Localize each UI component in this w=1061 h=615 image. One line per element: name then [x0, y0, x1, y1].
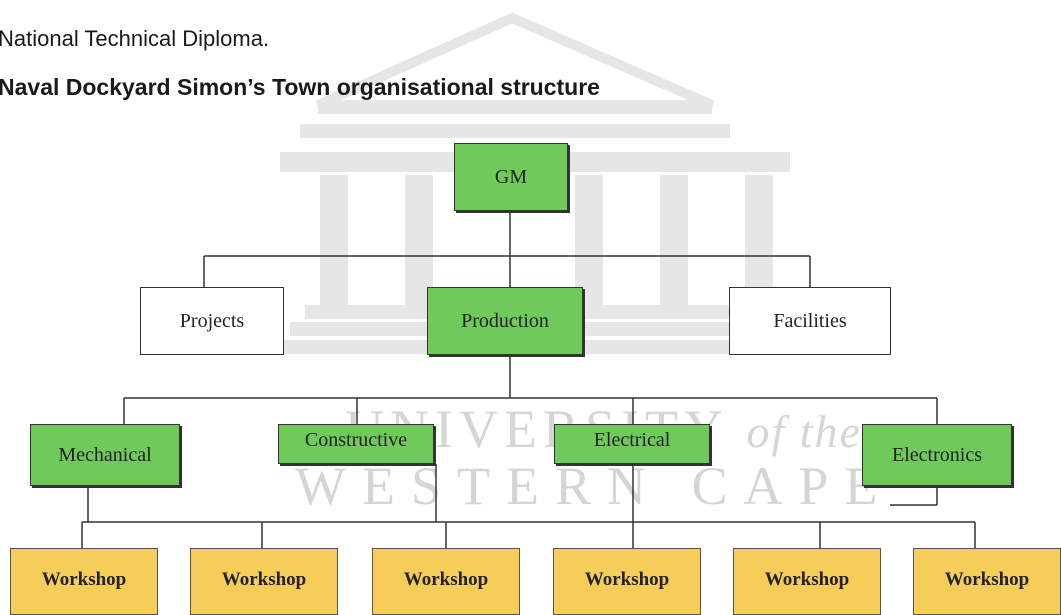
org-box-gm: GM	[454, 143, 568, 211]
org-box-workshop: Workshop	[10, 548, 158, 615]
section-heading: Naval Dockyard Simon’s Town organisation…	[0, 74, 600, 100]
org-box-workshop: Workshop	[190, 548, 338, 615]
org-box-mechanical: Mechanical	[30, 424, 180, 486]
org-box-workshop: Workshop	[733, 548, 881, 615]
org-box-production: Production	[427, 287, 583, 355]
org-box-facilities: Facilities	[729, 287, 891, 355]
diploma-text: National Technical Diploma.	[0, 26, 270, 51]
org-box-workshop: Workshop	[372, 548, 520, 615]
org-box-workshop: Workshop	[913, 548, 1061, 615]
org-box-projects: Projects	[140, 287, 284, 355]
org-box-workshop: Workshop	[553, 548, 701, 615]
org-box-electronics: Electronics	[862, 424, 1012, 486]
org-box-electrical: Electrical	[554, 424, 710, 464]
org-box-constructive: Constructive	[278, 424, 434, 464]
